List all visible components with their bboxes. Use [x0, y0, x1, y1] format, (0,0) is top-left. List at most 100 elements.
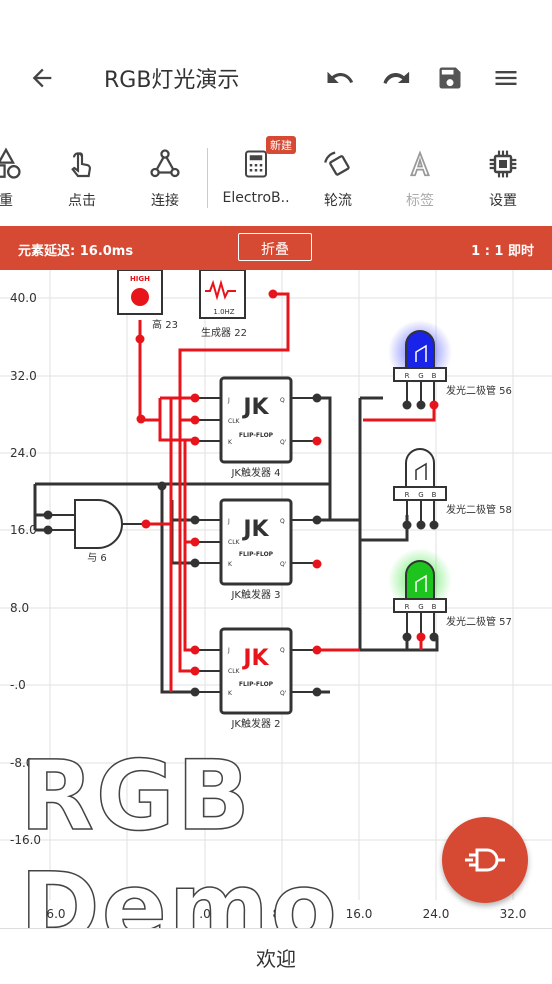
tool-label: 重 — [0, 193, 13, 209]
tool-click[interactable]: 点击 — [42, 142, 122, 210]
save-icon — [439, 67, 461, 89]
svg-text:R: R — [405, 603, 410, 611]
clock-generator[interactable]: 1.0HZ 生成器 22 — [199, 270, 247, 339]
x-tick: 32.0 — [500, 907, 527, 921]
svg-text:Q': Q' — [280, 690, 287, 697]
tool-label: 标签 — [406, 193, 434, 209]
svg-text:FLIP-FLOP: FLIP-FLOP — [239, 551, 274, 558]
ff-bot-name: JK触发器 2 — [230, 717, 280, 730]
bottom-bar[interactable]: 欢迎 — [0, 928, 552, 984]
and-name: 与 6 — [87, 552, 107, 564]
jk-flip-flop-bottom[interactable]: JK FLIP-FLOP J CLK K Q Q' JK触发器 2 — [219, 627, 293, 730]
led-blue[interactable]: R G B 发光二极管 56 — [388, 320, 512, 410]
add-component-fab[interactable] — [442, 817, 528, 903]
svg-text:K: K — [228, 690, 233, 697]
chip-icon — [489, 150, 517, 178]
y-tick: 40.0 — [10, 291, 37, 305]
high-label: HIGH — [130, 275, 150, 283]
y-tick: 8.0 — [10, 601, 29, 615]
svg-text:B: B — [432, 491, 437, 499]
tool-settings[interactable]: 设置 — [463, 142, 543, 210]
simulation-speed[interactable]: 1 : 1 即时 — [471, 244, 534, 259]
and-gate[interactable]: 与 6 — [48, 499, 146, 564]
fold-button[interactable]: 折叠 — [238, 233, 312, 261]
undo-icon — [327, 71, 354, 83]
tool-shapes[interactable]: 重 — [0, 142, 46, 210]
svg-text:Q': Q' — [280, 439, 287, 446]
rotate-icon — [324, 151, 350, 176]
connect-icon — [150, 149, 180, 178]
svg-text:G: G — [418, 603, 423, 611]
svg-text:K: K — [228, 439, 233, 446]
y-tick: -.0 — [10, 678, 26, 692]
jk-flip-flop-middle[interactable]: JK FLIP-FLOP J CLK K Q Q' JK触发器 3 — [219, 498, 293, 601]
svg-text:Q: Q — [280, 647, 285, 654]
touch-icon — [71, 152, 91, 178]
pin-dots — [43, 289, 322, 697]
label-icon — [409, 150, 431, 177]
led2-name: 发光二极管 58 — [446, 503, 512, 516]
svg-text:G: G — [418, 372, 423, 380]
y-tick: -16.0 — [10, 833, 41, 847]
svg-text:K: K — [228, 561, 233, 568]
svg-text:JK: JK — [241, 646, 269, 671]
svg-text:J: J — [227, 397, 230, 404]
x-tick: -8.0 — [115, 907, 138, 921]
gen-freq: 1.0HZ — [213, 308, 234, 316]
led3-name: 发光二极管 57 — [446, 615, 512, 628]
ff-big: JK — [241, 395, 269, 420]
calculator-icon — [245, 150, 267, 178]
y-tick: 32.0 — [10, 369, 37, 383]
toolbar-divider — [207, 148, 208, 208]
tool-connect[interactable]: 连接 — [125, 142, 205, 210]
svg-text:J: J — [227, 647, 230, 654]
svg-text:R: R — [405, 372, 410, 380]
svg-text:B: B — [432, 603, 437, 611]
arrow-left-icon — [32, 68, 52, 88]
redo-icon — [383, 71, 410, 84]
x-tick: .0 — [199, 907, 210, 921]
svg-text:CLK: CLK — [228, 418, 241, 425]
led-off[interactable]: R G B 发光二极管 58 — [393, 448, 512, 530]
x-tick: 24.0 — [423, 907, 450, 921]
app-bar: RGB灯光演示 — [0, 0, 552, 130]
pin-stubs — [195, 397, 317, 693]
undo-button[interactable] — [322, 60, 358, 96]
high-name: 高 23 — [152, 318, 178, 331]
high-input[interactable]: HIGH 高 23 — [117, 270, 178, 331]
ff-sub: FLIP-FLOP — [239, 432, 274, 439]
new-badge: 新建 — [266, 136, 296, 154]
tool-label: 点击 — [68, 193, 96, 209]
welcome-label[interactable]: 欢迎 — [256, 947, 296, 971]
back-button[interactable] — [24, 60, 60, 96]
y-tick: 24.0 — [10, 446, 37, 460]
tool-label-text[interactable]: 标签 — [380, 142, 460, 210]
tool-electrobox[interactable]: 新建 ElectroB.. — [216, 136, 296, 206]
ff-top-name: JK触发器 4 — [230, 466, 280, 479]
tool-label: 设置 — [489, 193, 517, 209]
svg-text:Q: Q — [280, 397, 285, 404]
tool-label: 连接 — [151, 193, 179, 209]
menu-icon — [495, 71, 517, 85]
x-tick: 16.0 — [346, 907, 373, 921]
tool-label: 轮流 — [324, 193, 352, 209]
y-tick: 16.0 — [10, 523, 37, 537]
logic-gate-icon — [465, 848, 505, 872]
x-tick: -16.0 — [34, 907, 65, 921]
simulation-status-bar: 元素延迟: 16.0ms 折叠 1 : 1 即时 — [0, 226, 552, 270]
save-button[interactable] — [432, 60, 468, 96]
y-tick: -8.0 — [10, 756, 33, 770]
redo-button[interactable] — [378, 60, 414, 96]
led-green[interactable]: R G B 发光二极管 57 — [388, 548, 512, 642]
svg-text:Q: Q — [280, 518, 285, 525]
tool-rotate[interactable]: 轮流 — [298, 142, 378, 210]
svg-text:B: B — [432, 372, 437, 380]
svg-text:CLK: CLK — [228, 668, 241, 675]
svg-text:G: G — [418, 491, 423, 499]
menu-button[interactable] — [488, 60, 524, 96]
shapes-icon — [0, 147, 21, 179]
jk-flip-flop-top[interactable]: JK FLIP-FLOP J CLK K Q Q' JK触发器 4 — [219, 376, 293, 479]
axis-labels: 40.0 32.0 24.0 16.0 8.0 -.0 -8.0 -16.0 -… — [10, 291, 526, 921]
svg-text:Q': Q' — [280, 561, 287, 568]
tool-label: ElectroB.. — [222, 190, 290, 206]
